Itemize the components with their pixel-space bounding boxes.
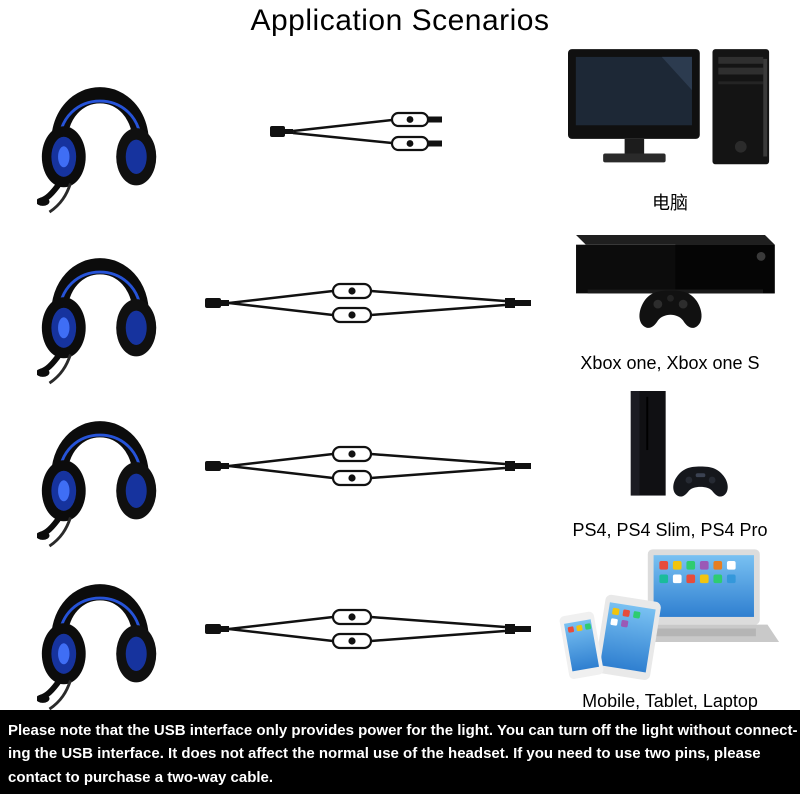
scenario-row-pc: 电脑 [0,48,800,216]
headset-icon [37,221,163,385]
device-illustration: Xbox one, Xbox one S [540,233,800,374]
scenario-row-xbox: Xbox one, Xbox one S [0,220,800,386]
usb-note-banner: Please note that the USB interface only … [0,710,800,794]
inline-control-cable-icon [205,441,535,491]
headset-illustration [0,50,200,214]
headset-illustration [0,547,200,711]
splitter-cable-icon [270,109,470,155]
device-illustration: Mobile, Tablet, Laptop [540,547,800,712]
scenario-row-mobile: Mobile, Tablet, Laptop [0,548,800,710]
headset-illustration [0,384,200,548]
page-title: Application Scenarios [250,4,550,37]
device-illustration: 电脑 [540,49,800,215]
cable-illustration [200,278,540,328]
xbox-console-icon [558,233,783,345]
device-illustration: PS4, PS4 Slim, PS4 Pro [540,391,800,541]
usb-note-line: ing the USB interface. It does not affec… [8,745,761,763]
cable-illustration [200,109,540,155]
device-label: Mobile, Tablet, Laptop [582,690,758,711]
device-label: Xbox one, Xbox one S [580,352,760,373]
desktop-pc-icon [568,49,773,181]
cable-illustration [200,604,540,654]
cable-illustration [200,441,540,491]
scenario-row-ps4: PS4, PS4 Slim, PS4 Pro [0,384,800,548]
headset-icon [37,547,163,711]
inline-control-cable-icon [205,604,535,654]
inline-control-cable-icon [205,278,535,328]
headset-icon [37,50,163,214]
mobile-tablet-laptop-icon [559,547,781,683]
ps4-console-icon [588,391,753,512]
device-label: PS4, PS4 Slim, PS4 Pro [572,520,768,540]
usb-note-line: contact to purchase a two-way cable. [8,768,274,786]
headset-icon [37,384,163,548]
headset-illustration [0,221,200,385]
usb-note-line: Please note that the USB interface only … [8,722,798,739]
device-label: 电脑 [652,193,688,213]
